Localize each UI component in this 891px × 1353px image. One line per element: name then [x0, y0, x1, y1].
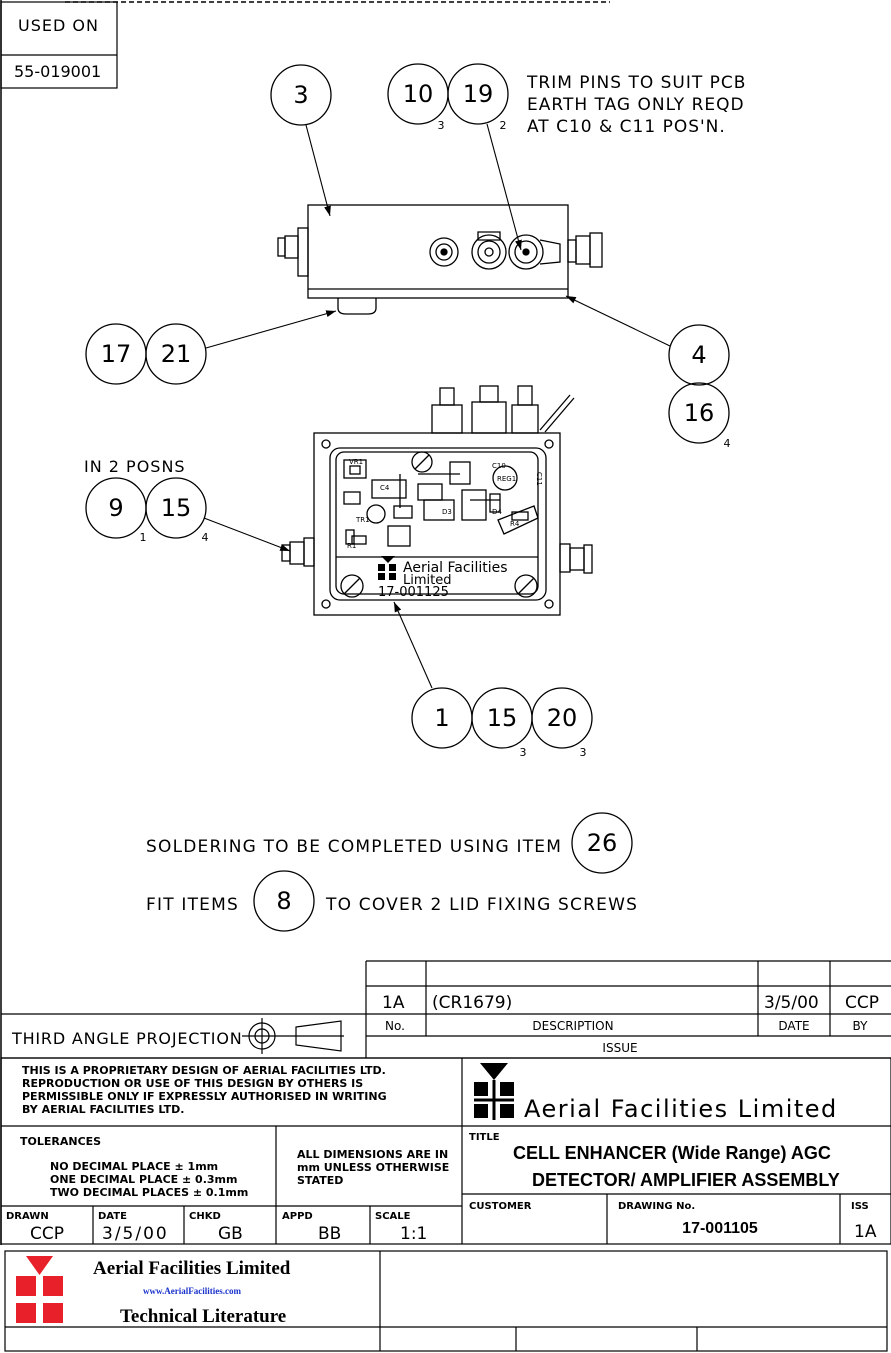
note-line: EARTH TAG ONLY REQD — [527, 95, 745, 115]
signoff-value: CCP — [30, 1224, 64, 1244]
drawing-title: CELL ENHANCER (Wide Range) AGC — [513, 1143, 831, 1163]
balloon-20: 20 — [547, 704, 578, 732]
proprietary-line: BY AERIAL FACILITIES LTD. — [22, 1103, 184, 1116]
balloon-4: 4 — [691, 341, 706, 369]
pcb-label: REG1 — [497, 475, 516, 483]
drawing-no-label: DRAWING No. — [618, 1201, 695, 1212]
balloon-9: 9 — [108, 494, 123, 522]
customer-label: CUSTOMER — [469, 1201, 532, 1212]
revision-issue: 1A — [382, 993, 405, 1013]
lid-logo: Aerial Facilities Limited 17-001125 — [378, 556, 508, 600]
balloon-quantity: 4 — [724, 437, 731, 450]
leader-lines — [203, 123, 671, 689]
drawing-number: 17-001105 — [682, 1220, 758, 1237]
balloon-quantity: 4 — [202, 531, 209, 544]
footer-subtitle: Technical Literature — [120, 1306, 286, 1327]
pcb-label: R4 — [510, 520, 520, 528]
projection-symbol-icon — [242, 1018, 344, 1054]
pcb-label: C11 — [535, 472, 543, 486]
trim-note: TRIM PINS TO SUIT PCB EARTH TAG ONLY REQ… — [526, 73, 746, 137]
balloon-15: 15 — [487, 704, 518, 732]
balloon-15: 15 — [161, 494, 192, 522]
balloon-quantity: 1 — [140, 531, 147, 544]
footer-company: Aerial Facilities Limited — [93, 1258, 291, 1279]
company-logo — [474, 1063, 514, 1120]
signoff-label: DATE — [98, 1211, 127, 1222]
signoff-value: BB — [318, 1224, 341, 1244]
tolerance-line: TWO DECIMAL PLACES ± 0.1mm — [50, 1186, 248, 1199]
dimensions-note: mm UNLESS OTHERWISE — [297, 1161, 449, 1174]
revision-by: CCP — [845, 993, 879, 1013]
fit-items-note: TO COVER 2 LID FIXING SCREWS — [325, 895, 638, 915]
title-block-frame — [0, 1057, 891, 1245]
side-view — [277, 204, 603, 315]
drawing-title: DETECTOR/ AMPLIFIER ASSEMBLY — [532, 1170, 840, 1190]
company-name: Aerial Facilities Limited — [524, 1095, 838, 1123]
signoff-value: GB — [218, 1224, 243, 1244]
title-label: TITLE — [469, 1132, 500, 1143]
note-line: TRIM PINS TO SUIT PCB — [526, 73, 746, 93]
revision-description: (CR1679) — [432, 993, 512, 1013]
pcb-label: R1 — [347, 542, 356, 550]
balloon-8: 8 — [276, 887, 291, 915]
balloon-3: 3 — [293, 81, 308, 109]
balloon-10: 10 — [403, 80, 434, 108]
revision-header: ISSUE — [602, 1041, 637, 1055]
used-on-value: 55-019001 — [14, 62, 101, 81]
balloon-quantity: 3 — [520, 746, 527, 759]
used-on-box: USED ON 55-019001 — [0, 1, 118, 89]
balloon-1: 1 — [434, 704, 449, 732]
lid-part-number: 17-001125 — [378, 585, 449, 600]
lid-logo-text: Limited — [403, 573, 451, 588]
proprietary-line: PERMISSIBLE ONLY IF EXPRESSLY AUTHORISED… — [22, 1090, 387, 1103]
balloon-17: 17 — [101, 340, 132, 368]
lid-logo-text: Aerial Facilities — [403, 560, 508, 576]
signoff-label: CHKD — [189, 1211, 221, 1222]
footer-frame — [4, 1250, 888, 1352]
pcb-label: C4 — [380, 484, 390, 492]
revision-header: BY — [853, 1019, 869, 1033]
signoff-label: APPD — [282, 1211, 313, 1222]
tolerances-label: TOLERANCES — [20, 1135, 101, 1148]
used-on-label: USED ON — [18, 16, 99, 35]
balloon-19: 19 — [463, 80, 494, 108]
proprietary-line: THIS IS A PROPRIETARY DESIGN OF AERIAL F… — [22, 1064, 386, 1077]
pcb-label: VR1 — [349, 458, 363, 466]
revision-header: No. — [385, 1019, 405, 1033]
balloon-quantity: 2 — [500, 119, 507, 132]
footer-logo — [16, 1256, 63, 1323]
balloon-26: 26 — [587, 829, 618, 857]
signoff-label: DRAWN — [6, 1211, 49, 1222]
balloon-21: 21 — [161, 340, 192, 368]
note-line: AT C10 & C11 POS'N. — [527, 117, 726, 137]
balloon-group — [85, 63, 730, 932]
signoff-label: SCALE — [375, 1211, 411, 1222]
iss-value: 1A — [854, 1222, 877, 1242]
proprietary-line: REPRODUCTION OR USE OF THIS DESIGN BY OT… — [22, 1077, 363, 1090]
tolerance-line: ONE DECIMAL PLACE ± 0.3mm — [50, 1173, 237, 1186]
footer-url: www.AerialFacilities.com — [143, 1286, 241, 1296]
revision-header: DATE — [778, 1019, 809, 1033]
projection-label: THIRD ANGLE PROJECTION — [11, 1029, 242, 1048]
revision-date: 3/5/00 — [764, 993, 819, 1013]
signoff-value: 3/5/00 — [102, 1224, 169, 1244]
dimensions-note: ALL DIMENSIONS ARE IN — [297, 1148, 448, 1161]
pcb-label: C10 — [492, 462, 506, 470]
balloon-quantity: 3 — [438, 119, 445, 132]
in-2-posns-note: IN 2 POSNS — [84, 457, 186, 476]
dimensions-note: STATED — [297, 1174, 343, 1187]
iss-label: ISS — [851, 1201, 869, 1212]
signoff-value: 1:1 — [400, 1224, 427, 1244]
pcb-label: TR1 — [355, 516, 370, 524]
top-view — [281, 385, 593, 616]
pcb-label: D3 — [442, 508, 452, 516]
balloon-16: 16 — [684, 399, 715, 427]
pcb-label: D4 — [492, 508, 502, 516]
balloon-quantity: 3 — [580, 746, 587, 759]
fit-items-note: FIT ITEMS — [146, 895, 239, 915]
tolerance-line: NO DECIMAL PLACE ± 1mm — [50, 1160, 218, 1173]
revision-header: DESCRIPTION — [532, 1019, 613, 1033]
soldering-note: SOLDERING TO BE COMPLETED USING ITEM — [146, 837, 562, 857]
